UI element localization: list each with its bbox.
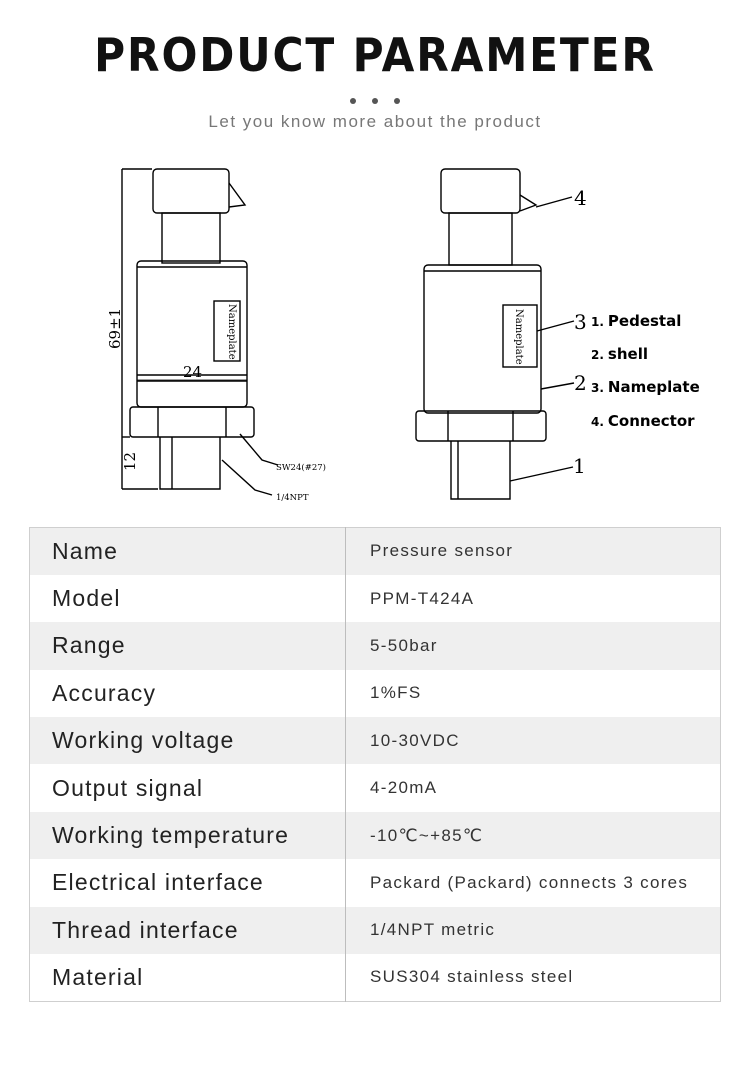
param-value: PPM-T424A: [370, 588, 475, 608]
param-value: -10℃~+85℃: [370, 825, 484, 845]
left-sensor-drawing: [121, 168, 279, 496]
table-row: Material SUS304 stainless steel: [29, 954, 721, 1002]
param-name: Working voltage: [29, 717, 346, 765]
param-value: 4-20mA: [370, 778, 438, 798]
param-value: 5-50bar: [370, 635, 438, 655]
dot-icon: [394, 98, 400, 104]
param-value: Packard (Packard) connects 3 cores: [370, 872, 689, 892]
callout-2: 2: [574, 371, 587, 395]
param-value: SUS304 stainless steel: [370, 967, 574, 987]
legend-item-4: 4.Connector: [591, 412, 695, 430]
param-name: Name: [29, 527, 346, 575]
param-name: Range: [29, 622, 346, 670]
param-name: Electrical interface: [29, 859, 346, 907]
right-sensor-drawing: [415, 168, 575, 500]
param-name: Thread interface: [29, 906, 346, 955]
param-name: Accuracy: [29, 669, 346, 718]
param-name: Model: [29, 574, 346, 623]
label-sw: SW24(#27): [276, 462, 326, 473]
param-value: 10-30VDC: [370, 730, 460, 750]
table-row: Range 5-50bar: [29, 622, 721, 670]
parts-legend: 1.Pedestal 2.shell 3.Nameplate 4.Connect…: [591, 312, 700, 430]
callout-1: 1: [573, 454, 586, 478]
table-row: Thread interface 1/4NPT metric: [29, 906, 721, 955]
page-subtitle: Let you know more about the product: [208, 112, 542, 131]
technical-drawing: Nameplate 69±1 24 12 SW24(#27) 1/4NPT Na…: [106, 168, 700, 503]
nameplate-label-right: Nameplate: [513, 309, 524, 365]
dim-width: 24: [183, 363, 202, 381]
param-value: 1%FS: [370, 683, 422, 703]
table-row: Name Pressure sensor: [29, 527, 721, 575]
legend-item-1: 1.Pedestal: [591, 312, 681, 330]
param-name: Output signal: [29, 764, 346, 812]
dim-height: 69±1: [106, 308, 124, 349]
decorative-dots: [0, 91, 750, 104]
table-row: Model PPM-T424A: [29, 574, 721, 623]
param-name: Material: [29, 954, 346, 1002]
label-thread: 1/4NPT: [276, 493, 309, 503]
parameter-table: Name Pressure sensor Model PPM-T424A Range…: [29, 527, 721, 1002]
legend-item-2: 2.shell: [591, 345, 648, 363]
table-row: Working voltage 10-30VDC: [29, 717, 721, 765]
table-row: Output signal 4-20mA: [29, 764, 721, 812]
param-value: Pressure sensor: [370, 541, 514, 561]
table-row: Accuracy 1%FS: [29, 669, 721, 718]
param-value: 1/4NPT metric: [370, 920, 496, 940]
callout-4: 4: [574, 186, 587, 210]
dot-icon: [372, 98, 378, 104]
nameplate-label-left: Nameplate: [226, 304, 237, 360]
table-row: Electrical interface Packard (Packard) co…: [29, 859, 721, 907]
callout-3: 3: [574, 310, 587, 334]
legend-item-3: 3.Nameplate: [591, 378, 700, 396]
dot-icon: [350, 98, 356, 104]
dim-thread-length: 12: [121, 452, 139, 471]
page-title: PRODUCT PARAMETER: [94, 28, 656, 82]
table-row: Working temperature -10℃~+85℃: [29, 811, 721, 860]
param-name: Working temperature: [29, 811, 346, 860]
